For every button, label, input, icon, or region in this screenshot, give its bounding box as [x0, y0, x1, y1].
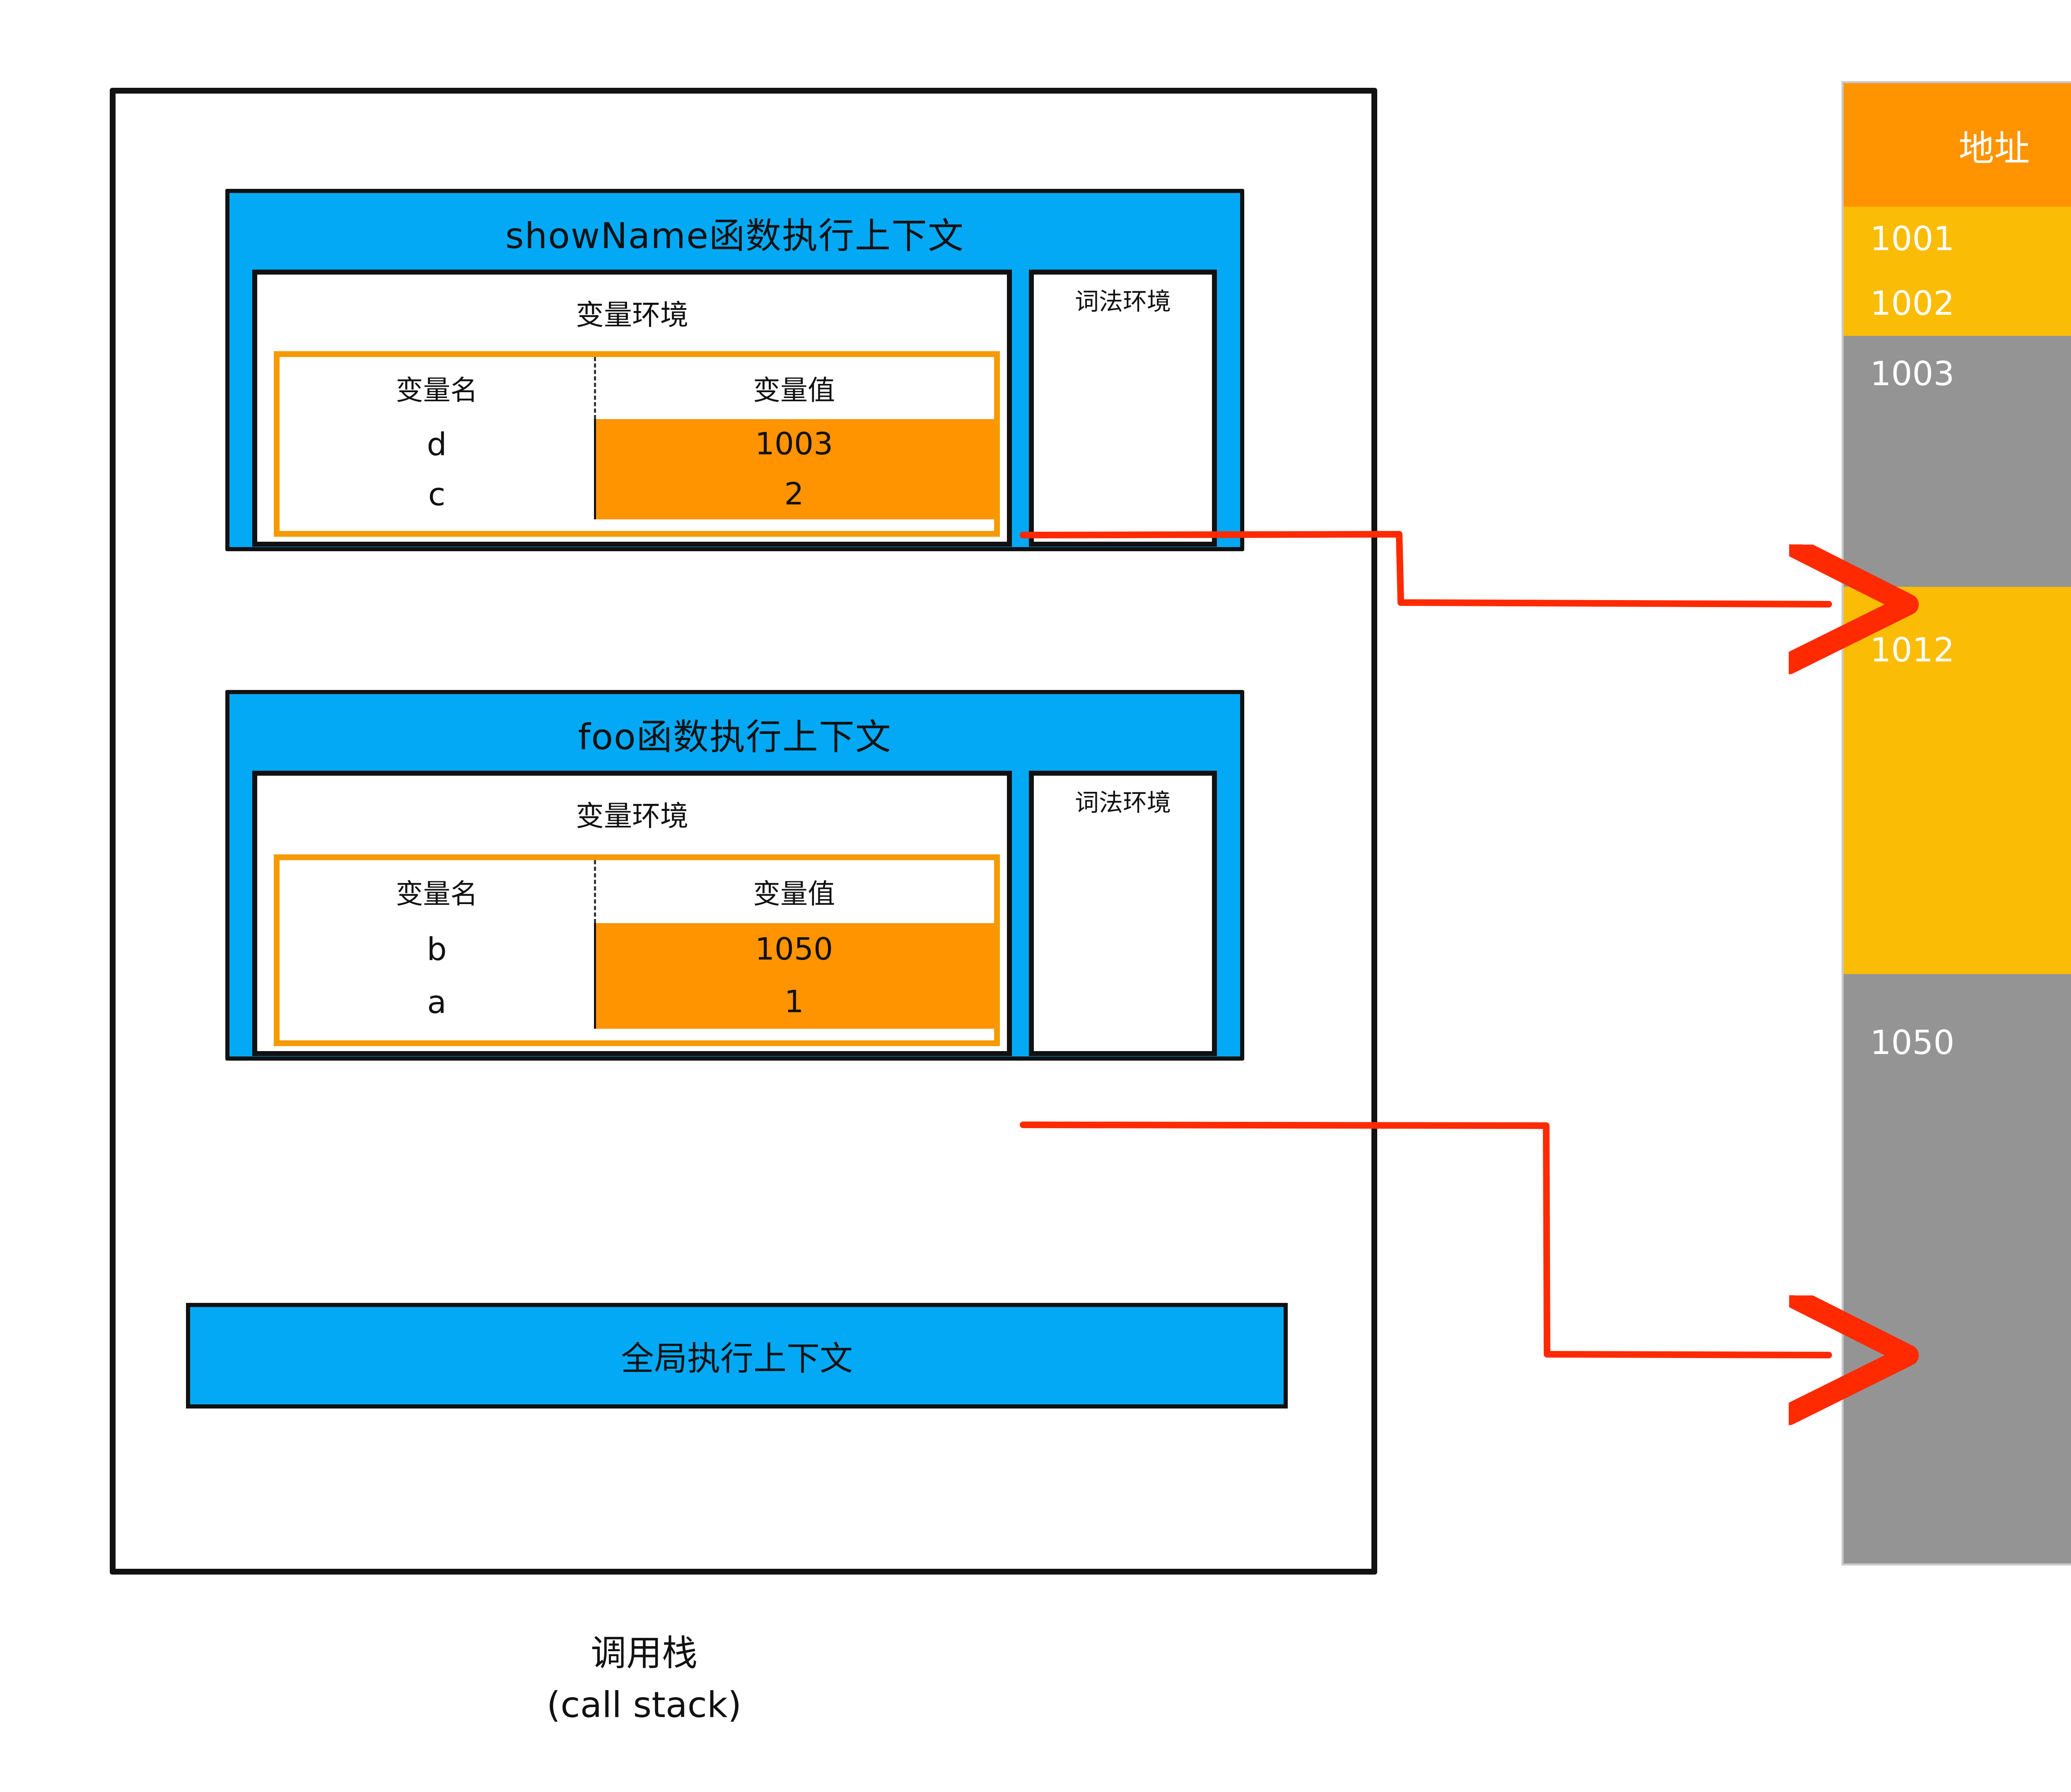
header-column-divider — [594, 357, 596, 419]
variable-value-b: 1050 — [594, 923, 994, 975]
caption-call-stack: 调用栈 (call stack) — [487, 1628, 801, 1731]
caption-call-stack-en: (call stack) — [546, 1684, 742, 1726]
variable-value-a: 1 — [594, 975, 994, 1029]
lexical-environment-label-showname: 词法环境 — [1074, 287, 1171, 316]
caption-call-stack-cn: 调用栈 — [591, 1633, 698, 1674]
variable-name-d: d — [280, 419, 594, 469]
column-header-variable-value: 变量值 — [594, 860, 994, 923]
lexical-environment-foo: 词法环境 — [1029, 771, 1217, 1056]
table-row[interactable]: b 1050 — [280, 923, 994, 975]
context-title-foo: foo函数执行上下文 — [578, 716, 892, 758]
heap-address-blank-3 — [1844, 713, 2071, 837]
heap-address-1003[interactable]: 1003 — [1844, 336, 2071, 411]
variable-name-a: a — [280, 975, 594, 1029]
call-stack-frame: showName函数执行上下文 变量环境 变量名 变量值 d 1003 — [110, 88, 1377, 1575]
variable-environment-showname: 变量环境 变量名 变量值 d 1003 c — [252, 270, 1012, 547]
lexical-environment-showname: 词法环境 — [1029, 270, 1217, 547]
variable-value-c: 2 — [594, 469, 994, 519]
heap-address-1012[interactable]: 1012 — [1844, 587, 2071, 713]
execution-context-global[interactable]: 全局执行上下文 — [186, 1303, 1288, 1409]
heap-address-blank-5 — [1844, 1111, 2071, 1563]
table-row[interactable]: d 1003 — [280, 419, 994, 469]
variable-table-showname: 变量名 变量值 d 1003 c 2 — [274, 351, 1000, 537]
body-column-divider — [594, 923, 596, 1029]
table-header-row: 变量名 变量值 — [280, 860, 994, 923]
heap-address-blank-4 — [1844, 837, 2071, 974]
heap-address-1001[interactable]: 1001 — [1844, 207, 2071, 271]
column-header-variable-name: 变量名 — [280, 357, 594, 419]
execution-context-showname[interactable]: showName函数执行上下文 变量环境 变量名 变量值 d 1003 — [225, 189, 1244, 551]
table-header-row: 变量名 变量值 — [280, 357, 994, 419]
lexical-environment-label-foo: 词法环境 — [1074, 789, 1171, 817]
variable-environment-foo: 变量环境 变量名 变量值 b 1050 a 1 — [252, 771, 1012, 1056]
heap-address-1050[interactable]: 1050 — [1844, 974, 2071, 1111]
header-column-divider — [594, 860, 596, 923]
execution-context-foo[interactable]: foo函数执行上下文 变量环境 变量名 变量值 b 1050 — [225, 690, 1244, 1061]
heap-address-column: 地址 1001 1002 1003 1012 1050 — [1844, 83, 2071, 1563]
table-row[interactable]: a 1 — [280, 975, 994, 1029]
heap-address-blank-1 — [1844, 411, 2071, 478]
heap-header-address: 地址 — [1844, 83, 2071, 207]
variable-environment-label-showname: 变量环境 — [575, 299, 688, 332]
body-column-divider — [594, 419, 596, 519]
heap-address-blank-2 — [1844, 478, 2071, 587]
column-header-variable-value: 变量值 — [594, 357, 994, 419]
table-row[interactable]: c 2 — [280, 469, 994, 519]
column-header-variable-name: 变量名 — [280, 860, 594, 923]
variable-name-c: c — [280, 469, 594, 519]
heap-address-1002[interactable]: 1002 — [1844, 271, 2071, 336]
variable-table-foo: 变量名 变量值 b 1050 a 1 — [274, 854, 1000, 1046]
variable-value-d: 1003 — [594, 419, 994, 469]
context-title-showname: showName函数执行上下文 — [505, 215, 964, 257]
variable-environment-label-foo: 变量环境 — [575, 800, 688, 833]
variable-name-b: b — [280, 923, 594, 975]
heap-table: 地址 1001 1002 1003 1012 1050 — [1842, 81, 2071, 1565]
